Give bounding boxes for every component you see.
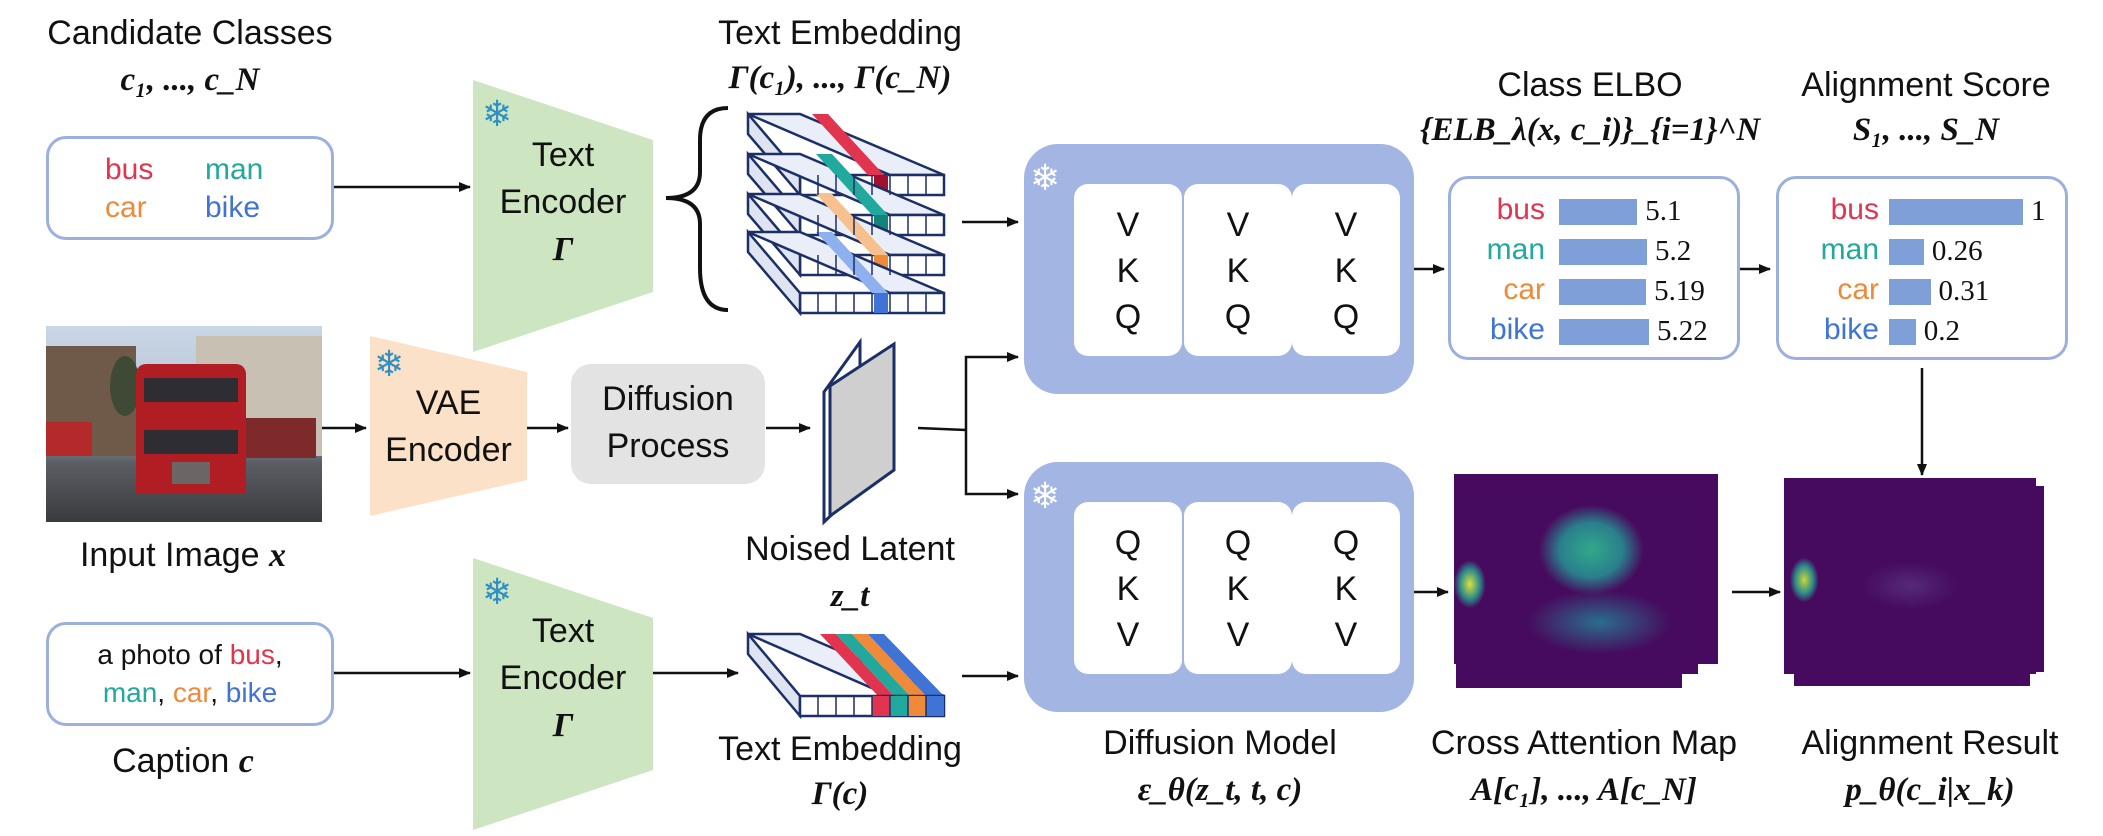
- caption-line-1: a photo of bus,: [97, 639, 283, 670]
- cross-attention-math: A[c₁], ..., A[c_N]: [1471, 772, 1697, 808]
- candidate-classes-math: c₁, ..., c_N: [120, 62, 260, 98]
- score-label-car: car: [1837, 273, 1879, 306]
- score-bar-man: [1889, 239, 1924, 265]
- class-car: car: [105, 191, 147, 224]
- text-embedding-top-stacks: [746, 110, 946, 317]
- vae-encoder-label: VAE Encoder: [385, 384, 512, 469]
- elbo-value-bus: 5.1: [1645, 195, 1682, 227]
- score-value-bus: 1: [2031, 195, 2046, 227]
- candidate-classes-title: Candidate Classes: [47, 14, 333, 52]
- arrow-latent-fork: [917, 426, 967, 432]
- score-bar-bike: [1889, 319, 1916, 345]
- class-elbo-box: bus 5.1 man 5.2 car 5.19 bike 5.22: [1448, 176, 1740, 360]
- score-bar-bus: [1889, 199, 2023, 225]
- tree: [110, 356, 140, 416]
- snowflake-icon: ❄: [374, 343, 405, 384]
- alignment-score-box: bus 1 man 0.26 car 0.31 bike 0.2: [1776, 176, 2068, 360]
- input-image: [46, 326, 322, 522]
- noised-latent-title: Noised Latent: [745, 530, 955, 568]
- vae-encoder-shape: [370, 336, 527, 516]
- elbo-label-bus: bus: [1496, 193, 1545, 226]
- text-encoder-top-shape: [473, 80, 653, 352]
- snowflake-icon: ❄: [1030, 475, 1061, 516]
- diffusion-process-box: Diffusion Process: [571, 364, 765, 484]
- caption-word-car: car: [172, 677, 211, 708]
- candidate-classes-box: bus man car bike: [46, 136, 334, 240]
- noised-latent-face: [828, 341, 896, 519]
- bus-body: [136, 364, 246, 494]
- curly-brace: [665, 106, 729, 312]
- text-encoder-bottom-shape: [473, 558, 653, 830]
- score-value-man: 0.26: [1931, 235, 1983, 267]
- caption-line-2: man, car, bike: [102, 677, 278, 708]
- alignment-result-math: p_θ(c_i|x_k): [1845, 772, 2015, 808]
- elbo-value-car: 5.19: [1654, 275, 1705, 307]
- diffusion-model-title: Diffusion Model: [1103, 724, 1337, 762]
- class-elbo-title: Class ELBO: [1497, 66, 1683, 104]
- elbo-label-car: car: [1503, 273, 1545, 306]
- diffusion-model-math: ε_θ(z_t, t, c): [1137, 772, 1303, 808]
- alignment-result-front: [1784, 478, 2036, 674]
- text-encoder-bottom-label: Text Encoder Γ: [499, 612, 627, 744]
- text-embedding-bottom-stack: [746, 630, 946, 720]
- text-embedding-top-title: Text Embedding: [718, 14, 962, 52]
- arrow-latent-to-top-model: [964, 352, 1019, 430]
- noised-latent-math: z_t: [830, 578, 870, 614]
- elbo-value-man: 5.2: [1655, 235, 1692, 267]
- bus-far: [246, 418, 316, 458]
- snowflake-icon: ❄: [482, 93, 513, 134]
- elbo-bar-man: [1559, 239, 1648, 265]
- cross-attention-title: Cross Attention Map: [1430, 724, 1738, 762]
- score-label-man: man: [1820, 233, 1879, 266]
- elbo-label-man: man: [1486, 233, 1545, 266]
- text-encoder-top-label: Text Encoder Γ: [499, 136, 627, 268]
- text-embedding-top-math: Γ(c₁), ..., Γ(c_N): [728, 60, 952, 96]
- class-man: man: [205, 153, 264, 186]
- score-label-bike: bike: [1823, 313, 1879, 346]
- input-image-label: Input Image x: [79, 536, 286, 574]
- text-embedding-bottom-title: Text Embedding: [718, 730, 962, 768]
- snowflake-icon: ❄: [482, 571, 513, 612]
- class-elbo-math: {ELB_λ(x, c_i)}_{i=1}^N: [1420, 112, 1761, 148]
- elbo-bar-car: [1559, 279, 1647, 305]
- class-bus: bus: [105, 153, 154, 186]
- alignment-score-title: Alignment Score: [1801, 66, 2051, 104]
- caption-word-bus: bus: [229, 639, 275, 670]
- caption-word-bike: bike: [225, 677, 278, 708]
- score-bar-car: [1889, 279, 1931, 305]
- alignment-score-math: S₁, ..., S_N: [1852, 112, 2000, 148]
- elbo-value-bike: 5.22: [1657, 315, 1708, 347]
- snowflake-icon: ❄: [1030, 157, 1061, 198]
- attention-map-front: [1454, 474, 1718, 664]
- caption-box: a photo of bus, man, car, bike: [46, 622, 334, 726]
- score-label-bus: bus: [1830, 193, 1879, 226]
- score-value-bike: 0.2: [1923, 315, 1961, 347]
- class-bike: bike: [205, 191, 261, 224]
- elbo-bar-bike: [1559, 319, 1649, 345]
- caption-label: Caption c: [112, 742, 254, 780]
- elbo-label-bike: bike: [1489, 313, 1545, 346]
- score-value-car: 0.31: [1938, 275, 1990, 307]
- text-embedding-bottom-math: Γ(c): [811, 776, 869, 812]
- alignment-result-title: Alignment Result: [1801, 724, 2059, 762]
- bus-left: [46, 422, 92, 456]
- elbo-bar-bus: [1559, 199, 1638, 225]
- arrow-latent-to-bottom-model: [964, 430, 1019, 499]
- caption-word-man: man: [102, 677, 158, 708]
